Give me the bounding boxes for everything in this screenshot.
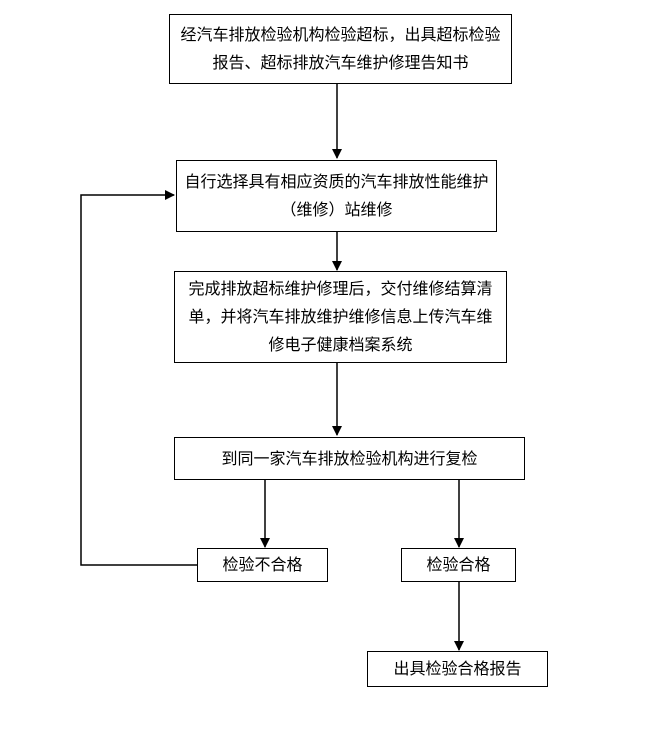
- step-exceed-report-text: 经汽车排放检验机构检验超标，出具超标检验报告、超标排放汽车维护修理告知书: [180, 25, 501, 72]
- result-pass-text: 检验合格: [426, 555, 491, 574]
- step-exceed-report: 经汽车排放检验机构检验超标，出具超标检验报告、超标排放汽车维护修理告知书: [169, 14, 512, 84]
- step-recheck-text: 到同一家汽车排放检验机构进行复检: [221, 448, 478, 468]
- result-fail: 检验不合格: [197, 548, 328, 582]
- step-upload-records: 完成排放超标维护修理后，交付维修结算清单，并将汽车排放维护维修信息上传汽车维修电…: [174, 271, 507, 363]
- step-issue-pass-report-text: 出具检验合格报告: [393, 659, 522, 678]
- step-issue-pass-report: 出具检验合格报告: [367, 651, 548, 687]
- edge-fail-to-repair-station: [80, 190, 197, 566]
- step-select-repair-station: 自行选择具有相应资质的汽车排放性能维护（维修）站维修: [176, 160, 497, 232]
- step-recheck: 到同一家汽车排放检验机构进行复检: [174, 437, 525, 480]
- result-pass: 检验合格: [401, 548, 516, 582]
- result-fail-text: 检验不合格: [222, 555, 303, 574]
- step-upload-records-text: 完成排放超标维护修理后，交付维修结算清单，并将汽车排放维护维修信息上传汽车维修电…: [188, 279, 493, 354]
- step-select-repair-station-text: 自行选择具有相应资质的汽车排放性能维护（维修）站维修: [184, 172, 489, 219]
